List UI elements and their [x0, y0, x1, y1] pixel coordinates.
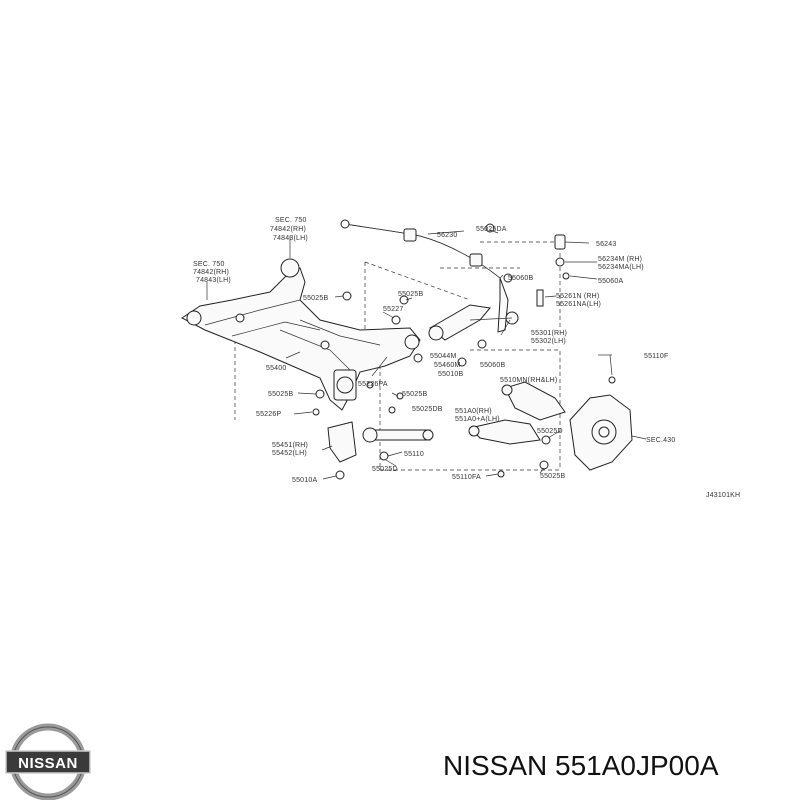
- label-55301: 55301(RH): [531, 330, 567, 337]
- label-55110: 55110: [404, 451, 424, 458]
- label-sec-430: SEC.430: [646, 437, 675, 444]
- label-56230: 56230: [437, 232, 457, 239]
- label-55060b: 55060B: [508, 275, 533, 282]
- label-55110fa: 55110FA: [452, 474, 481, 481]
- label-55302: 55302(LH): [531, 338, 566, 345]
- part-labels: SEC. 750 74842(RH) 74843(LH) SEC. 750 74…: [193, 217, 740, 499]
- label-sec-750-top: SEC. 750: [275, 217, 307, 224]
- label-55025db: 55025DB: [412, 406, 443, 413]
- label-55400: 55400: [266, 365, 286, 372]
- diagram-code: J43101KH: [706, 492, 740, 499]
- label-56234m: 56234M (RH): [598, 256, 642, 263]
- label-55226pa: 55226PA: [358, 381, 388, 388]
- knuckle: [569, 394, 633, 471]
- label-55110f: 55110F: [644, 353, 668, 360]
- label-55025b: 55025B: [303, 295, 328, 302]
- label-55451: 55451(RH): [272, 442, 308, 449]
- label-55261n: 55261N (RH): [556, 293, 599, 300]
- leader-lines: [206, 229, 647, 480]
- upper-link: [413, 304, 519, 367]
- label-56243: 56243: [596, 241, 616, 248]
- label-55025da: 55025DA: [476, 226, 507, 233]
- label-55010a: 55010A: [292, 477, 317, 484]
- label-55226p: 55226P: [256, 411, 281, 418]
- label-55452: 55452(LH): [272, 450, 307, 457]
- label-551a0b: 551A0+A(LH): [455, 416, 500, 423]
- label-55460m: 55460M: [434, 362, 461, 369]
- label-5510m: 5510MN(RH&LH): [500, 377, 557, 384]
- label-55060b: 55060B: [480, 362, 505, 369]
- label-55060a: 55060A: [598, 278, 623, 285]
- label-55227: 55227: [383, 306, 403, 313]
- logo-text: NISSAN: [18, 755, 78, 772]
- label-56234ma: 56234MA(LH): [598, 264, 644, 271]
- label-55025d: 55025D: [537, 428, 563, 435]
- label-55025b: 55025B: [398, 291, 423, 298]
- label-55025b: 55025B: [402, 391, 427, 398]
- lower-arm: [468, 381, 566, 445]
- label-74842-top: 74842(RH): [270, 226, 306, 233]
- toe-link: [362, 427, 434, 443]
- nissan-logo: NISSAN: [5, 723, 91, 800]
- label-55025b: 55025B: [268, 391, 293, 398]
- label-55010b: 55010B: [438, 371, 463, 378]
- label-74843-top: 74843(LH): [273, 235, 308, 242]
- label-55044m: 55044M: [430, 353, 457, 360]
- label-55025d: 55025D: [372, 466, 398, 473]
- label-74842-left: 74842(RH): [193, 269, 229, 276]
- part-number: NISSAN 551A0JP00A: [443, 750, 719, 781]
- label-74843-left: 74843(LH): [196, 277, 231, 284]
- label-55261na: 55261NA(LH): [556, 301, 601, 308]
- label-551a0: 551A0(RH): [455, 408, 492, 415]
- label-sec-750-left: SEC. 750: [193, 261, 225, 268]
- bracket: [327, 421, 357, 463]
- label-55025b: 55025B: [540, 473, 565, 480]
- rear-subframe: [181, 258, 421, 411]
